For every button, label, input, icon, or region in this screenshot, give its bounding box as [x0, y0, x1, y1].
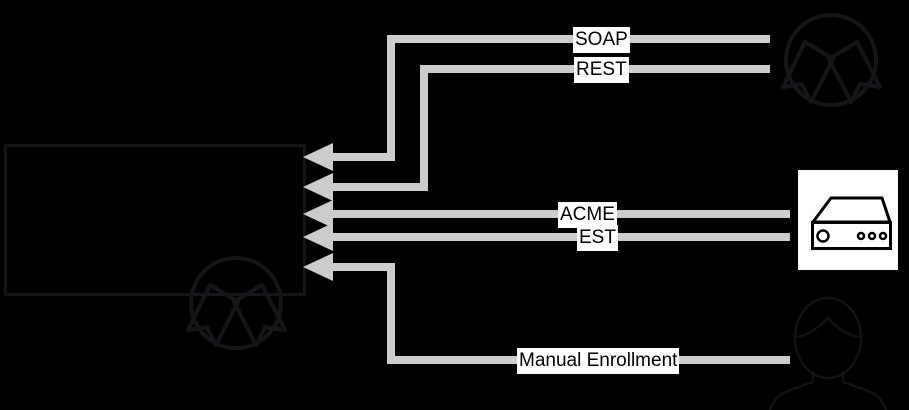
server-appliance-icon: [811, 196, 892, 250]
person-icon: [768, 296, 888, 410]
connector-acme: [303, 200, 790, 228]
connector-rest: [303, 65, 770, 201]
edge-label-soap: SOAP: [573, 27, 630, 53]
edge-label-est: EST: [577, 225, 618, 251]
connector-soap: [303, 35, 770, 171]
edge-label-manual-enrollment: Manual Enrollment: [517, 348, 680, 374]
ca-box[interactable]: [4, 144, 306, 296]
edge-label-acme: ACME: [558, 202, 617, 228]
certificate-badge-icon-ca: [186, 256, 287, 350]
connector-manual-enrollment: [303, 253, 790, 364]
certificate-badge-icon-top: [781, 13, 882, 107]
connector-est: [303, 223, 790, 251]
edge-label-rest: REST: [574, 57, 629, 83]
